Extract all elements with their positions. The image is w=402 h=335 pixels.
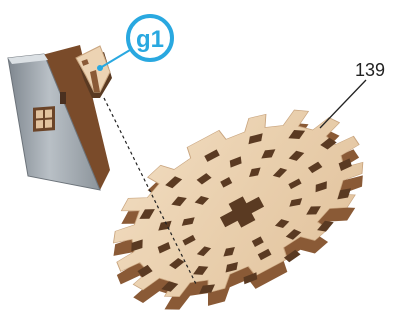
callout-dot [97, 65, 103, 71]
block-piece [8, 45, 112, 190]
block-slot [60, 92, 66, 104]
callout-g1: g1 [97, 16, 172, 71]
block-window [33, 106, 55, 132]
part-number-leader [320, 80, 366, 128]
part-number-callout: 139 [320, 60, 385, 128]
gear-part-139 [84, 75, 393, 335]
part-number-label: 139 [355, 60, 385, 80]
callout-label: g1 [136, 26, 164, 53]
